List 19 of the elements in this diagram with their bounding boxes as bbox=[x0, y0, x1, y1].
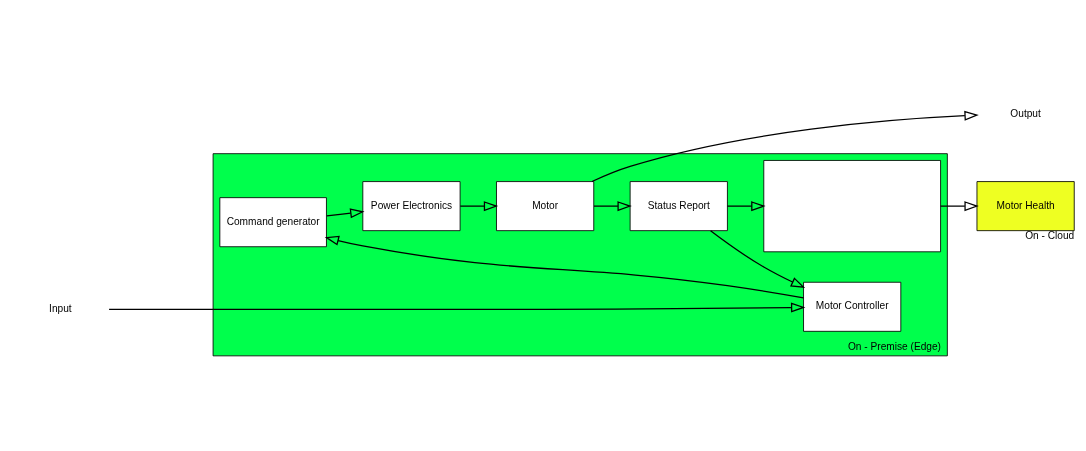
arrow bbox=[459, 200, 499, 211]
node-label: On - Cloud bbox=[1025, 229, 1075, 241]
arrow bbox=[726, 200, 766, 211]
arrow bbox=[709, 229, 806, 288]
arrow bbox=[591, 110, 979, 182]
node-box: Motor Controller bbox=[803, 281, 902, 332]
node-box: Status Report bbox=[629, 180, 728, 231]
arrow bbox=[108, 302, 806, 313]
node-box: Power Electronics bbox=[362, 180, 461, 231]
node-box: Motor Health bbox=[976, 180, 1075, 231]
arrow bbox=[593, 200, 632, 211]
node-box bbox=[763, 159, 941, 252]
node-box: Motor bbox=[496, 180, 595, 231]
node-text: Input bbox=[49, 302, 72, 314]
arrow bbox=[324, 235, 805, 299]
node-box: Command generator bbox=[219, 196, 327, 247]
arrow bbox=[326, 207, 365, 218]
arrow bbox=[940, 200, 979, 211]
node-text: Output bbox=[1010, 107, 1041, 119]
